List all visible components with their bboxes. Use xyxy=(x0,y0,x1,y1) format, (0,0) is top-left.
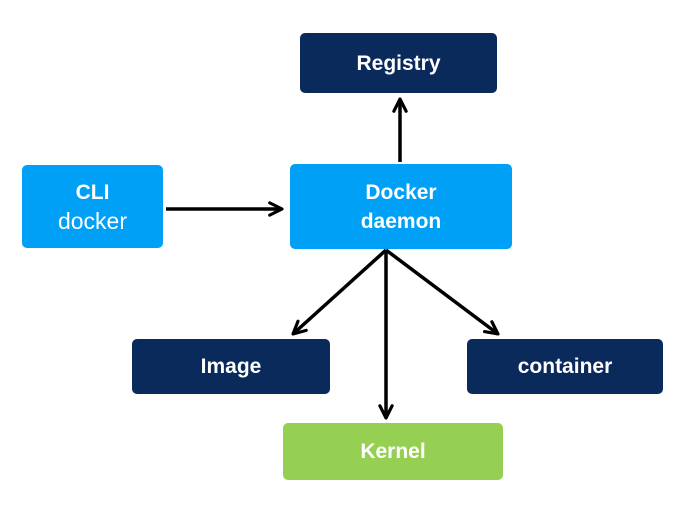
node-cli: CLI docker xyxy=(22,165,163,248)
node-label: Docker xyxy=(365,180,437,204)
node-registry: Registry xyxy=(300,33,497,93)
edge-daemon-container xyxy=(384,248,500,336)
node-label: Kernel xyxy=(360,440,426,463)
node-image: Image xyxy=(132,339,330,394)
node-label: daemon xyxy=(360,209,442,233)
node-label: Image xyxy=(200,355,262,378)
node-docker-daemon: Docker daemon xyxy=(290,164,512,249)
node-label: container xyxy=(517,355,613,378)
node-label: Registry xyxy=(356,51,441,75)
node-label: CLI xyxy=(75,180,110,204)
edge-daemon-image xyxy=(291,248,388,336)
node-container: container xyxy=(467,339,663,394)
node-kernel: Kernel xyxy=(283,423,503,480)
node-sublabel: docker xyxy=(57,207,128,234)
